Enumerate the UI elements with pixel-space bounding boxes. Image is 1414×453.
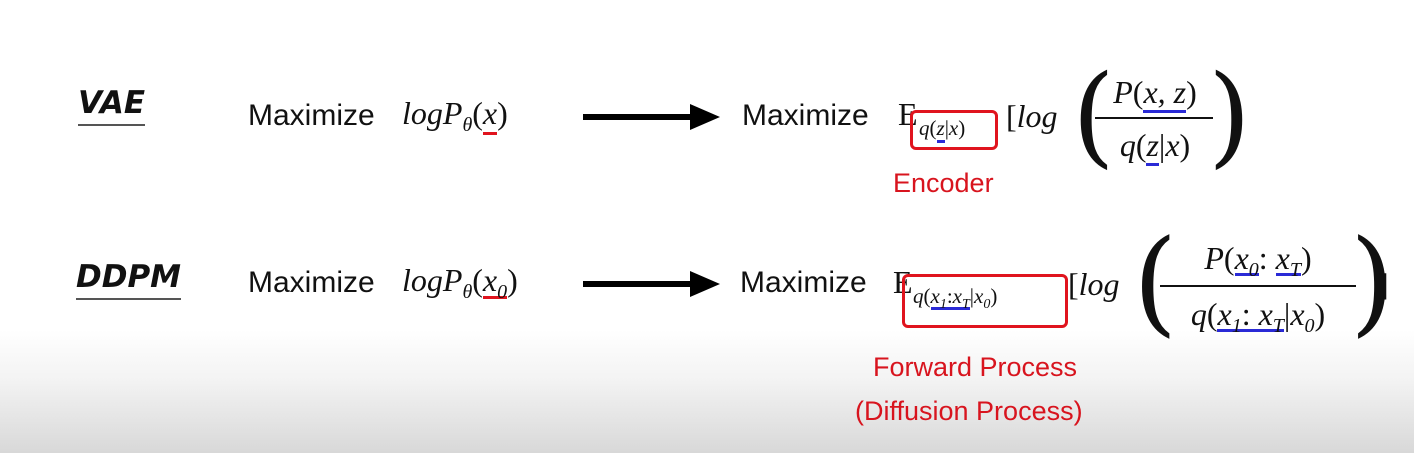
vae-fraction-line: [1095, 117, 1213, 119]
vae-arrow-shaft: [583, 114, 693, 120]
vae-log: [log: [1006, 98, 1058, 134]
ddpm-lhs-maximize: Maximize: [248, 266, 375, 299]
ddpm-right-bigparen: ): [1350, 215, 1395, 348]
ddpm-left-bigparen: (: [1133, 215, 1178, 348]
ddpm-label: DDPM: [76, 262, 182, 300]
vae-right-bigparen: ): [1208, 51, 1251, 179]
ddpm-forward-box: [902, 274, 1068, 328]
vae-encoder-box: [910, 110, 998, 150]
ddpm-fraction-line: [1160, 285, 1356, 287]
ddpm-arrow-shaft: [583, 281, 693, 287]
vae-label: VAE: [78, 88, 146, 126]
ddpm-numerator: P(x0: xT): [1204, 240, 1312, 281]
vae-left-bigparen: (: [1072, 51, 1115, 179]
vae-lhs-formula: logPθ(x): [402, 95, 508, 136]
ddpm-log: [log: [1068, 266, 1120, 302]
ddpm-forward-caption: Forward Process: [873, 352, 1078, 382]
ddpm-close-bracket: ]: [1378, 266, 1389, 302]
ddpm-lhs-formula: logPθ(x0): [402, 262, 518, 303]
ddpm-rhs-maximize: Maximize: [740, 266, 867, 299]
vae-expectation-subscript: q(z|x): [919, 116, 965, 143]
vae-rhs-maximize: Maximize: [742, 99, 869, 132]
ddpm-denominator: q(x1: xT|x0): [1190, 296, 1326, 337]
ddpm-arrow-head: [690, 271, 720, 297]
vae-encoder-caption: Encoder: [893, 168, 994, 198]
ddpm-expectation-subscript: q(x1:xT|x0): [913, 284, 998, 312]
vae-lhs-maximize: Maximize: [248, 99, 375, 132]
vae-close-bracket: ]: [1230, 98, 1241, 134]
vae-denominator: q(z|x): [1095, 127, 1215, 166]
ddpm-diffusion-caption: (Diffusion Process): [855, 396, 1083, 426]
vae-arrow-head: [690, 104, 720, 130]
vae-numerator: P(x, z): [1095, 74, 1215, 113]
